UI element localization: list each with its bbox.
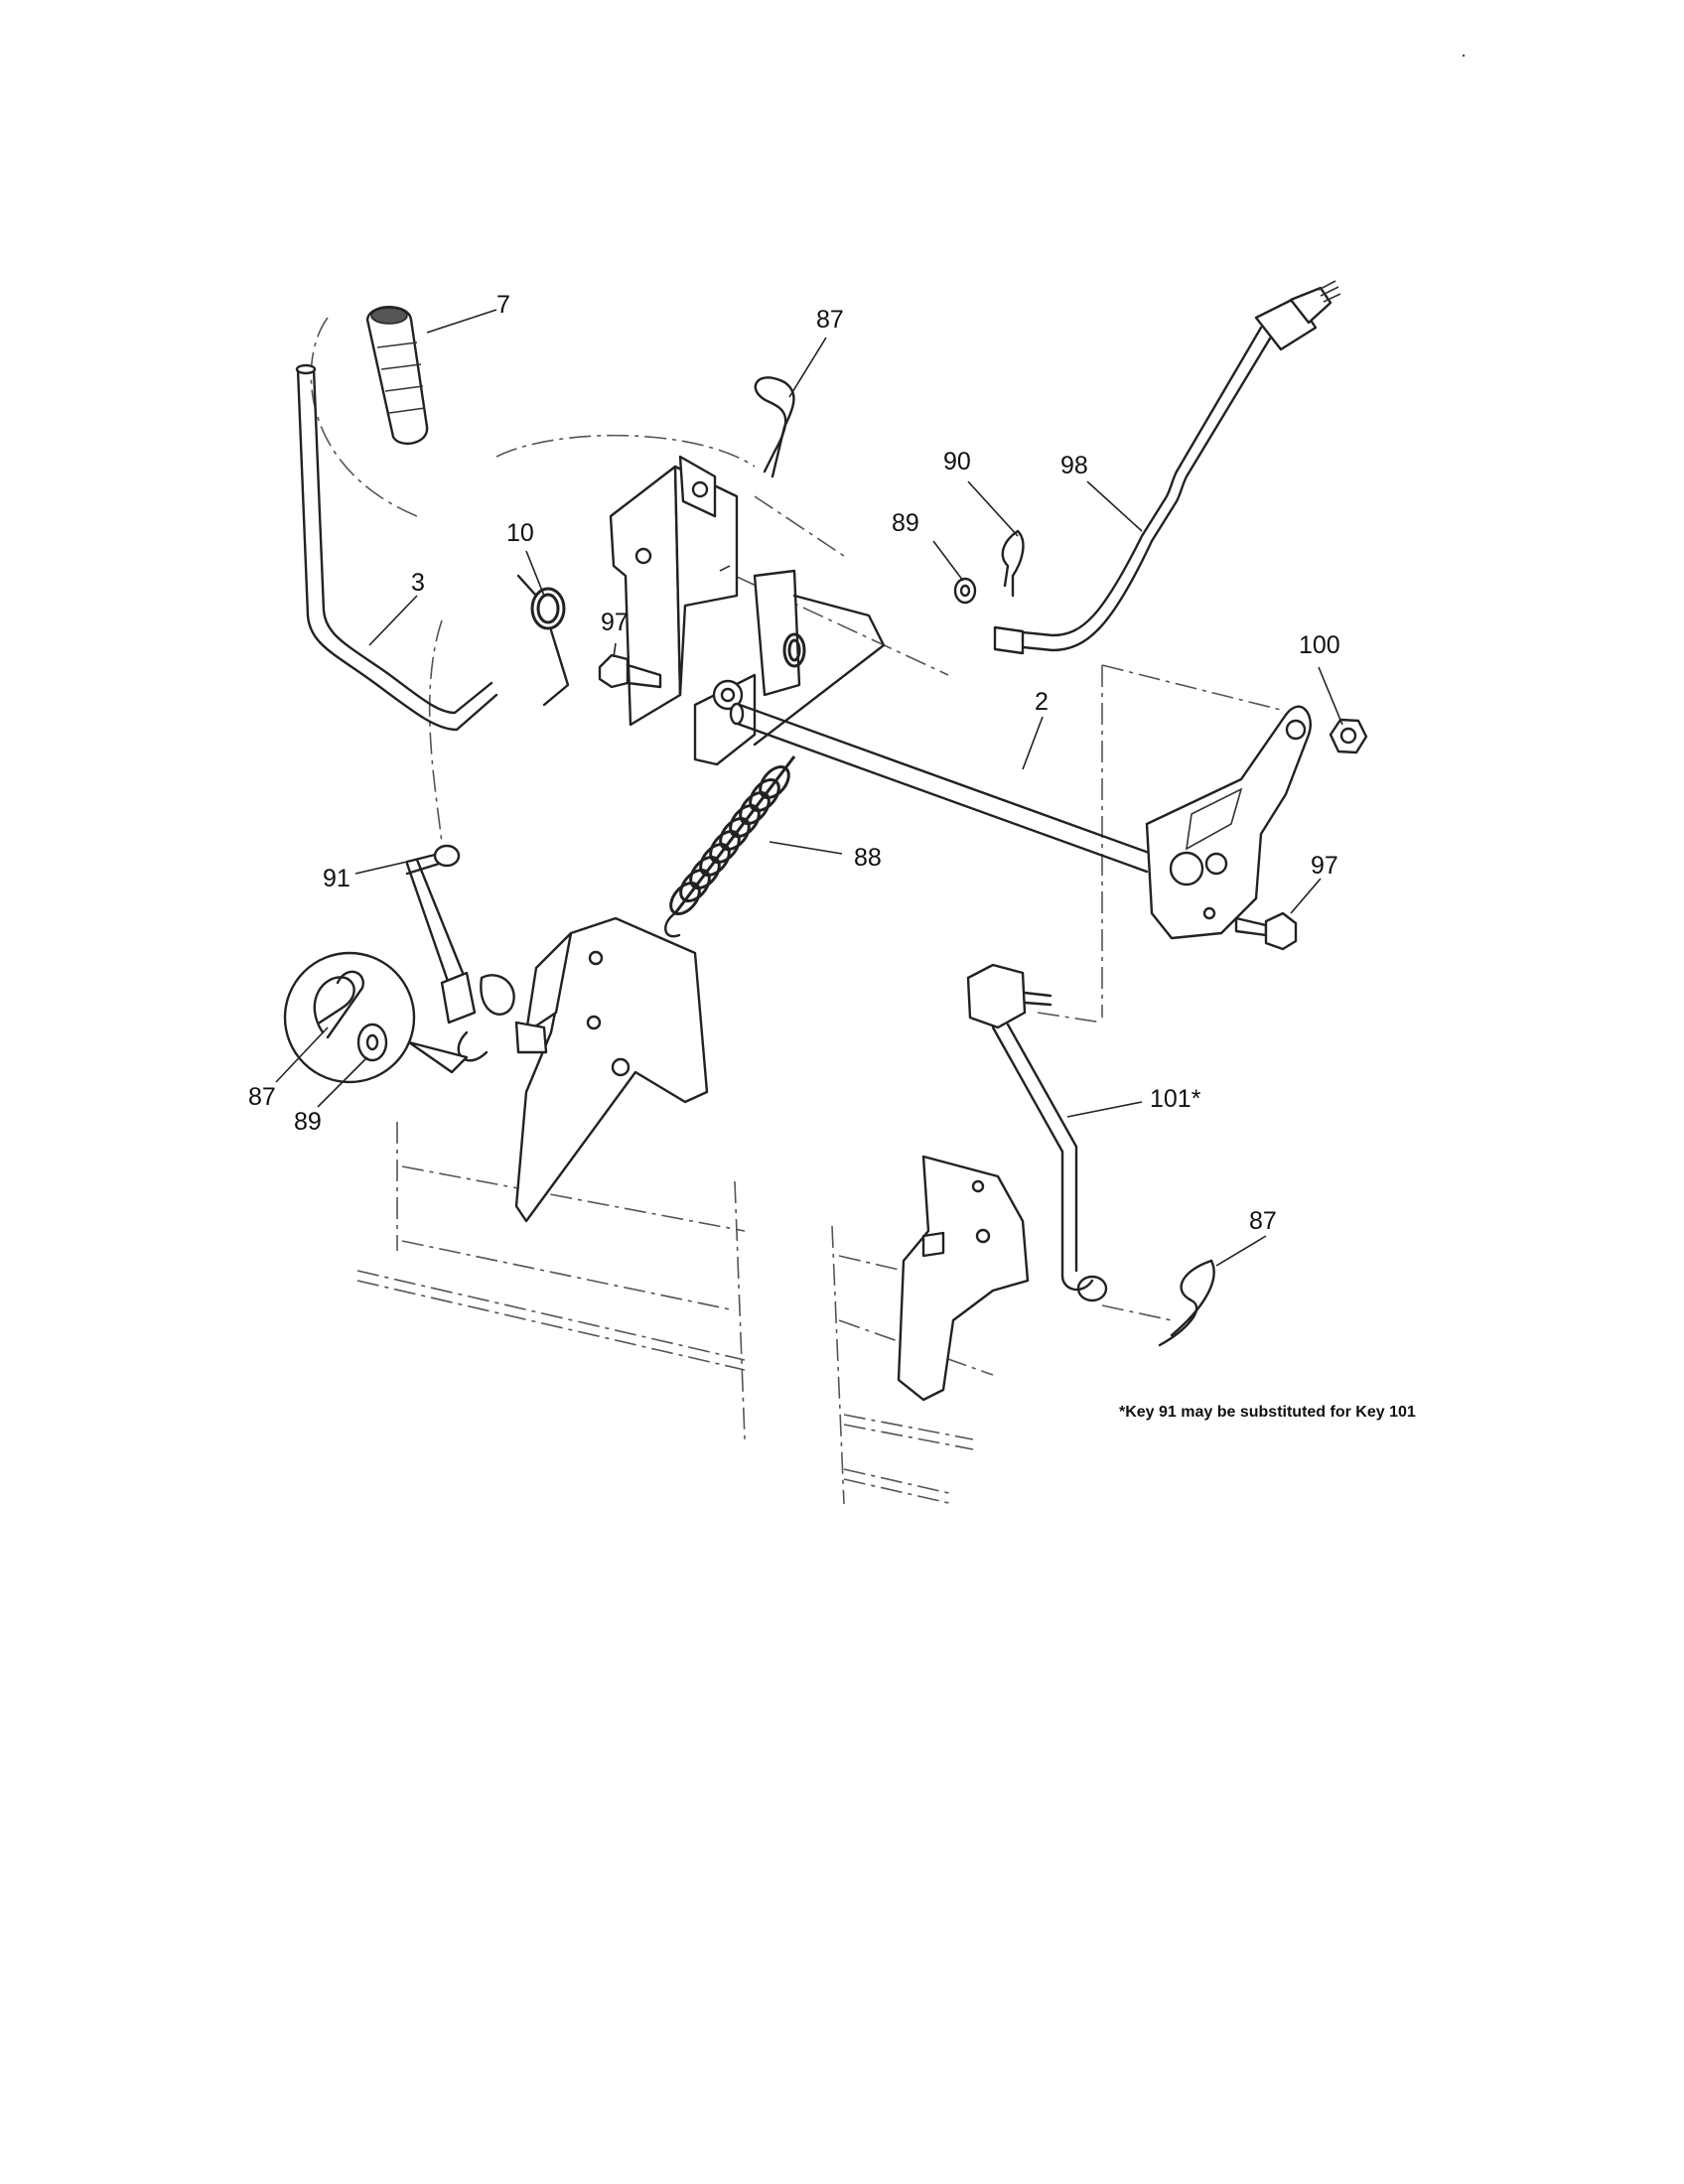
left-hanger-bracket (457, 916, 709, 1223)
extension-spring-part (664, 755, 796, 938)
left-mounting-bracket (609, 455, 739, 727)
callout-87-top: 87 (816, 306, 844, 334)
handle-grip-part (365, 306, 429, 446)
callout-2: 2 (1035, 688, 1049, 716)
washer-top-part (953, 577, 977, 605)
lift-handle-part (295, 363, 498, 732)
center-pivot-bracket (693, 569, 886, 766)
callout-91: 91 (323, 865, 351, 892)
phantom-lines (310, 317, 1282, 1505)
callout-88: 88 (854, 844, 882, 872)
callout-98: 98 (1060, 452, 1088, 479)
lift-link-right-part (966, 963, 1108, 1302)
callout-87-detail: 87 (248, 1083, 276, 1111)
callout-3: 3 (411, 569, 425, 597)
hairpin-clip-top-part (754, 376, 795, 478)
callout-10: 10 (506, 519, 534, 547)
callout-89-detail: 89 (294, 1108, 322, 1136)
right-lift-arm (1145, 705, 1312, 940)
callout-100: 100 (1299, 631, 1340, 659)
callout-97-right: 97 (1311, 852, 1338, 880)
callout-90: 90 (943, 448, 971, 476)
hairpin-clip-bottom-part (1158, 1259, 1215, 1347)
adjustment-rod-part (993, 280, 1341, 655)
lift-link-part (405, 844, 477, 1024)
detail-inset (283, 951, 469, 1084)
speck-mark (1462, 54, 1466, 58)
flange-bolt-left-part (598, 653, 662, 689)
leader-lines (275, 309, 1343, 1267)
flange-bolt-right-part (1234, 911, 1298, 951)
callout-7: 7 (496, 291, 510, 319)
right-hanger-bracket (897, 1155, 1030, 1402)
hex-nut-part (1329, 718, 1368, 754)
callout-89-top: 89 (892, 509, 919, 537)
hairpin-clip-small-part (1001, 529, 1025, 598)
callout-97-left: 97 (601, 609, 629, 636)
torsion-spring-part (516, 574, 570, 707)
lift-shaft-part (729, 702, 1154, 874)
callout-labels: 7 87 90 98 89 10 3 97 100 2 88 97 91 87 … (248, 291, 1340, 1235)
callout-101: 101* (1150, 1085, 1201, 1113)
callout-87-bottom: 87 (1249, 1207, 1277, 1235)
footnote: *Key 91 may be substituted for Key 101 (1119, 1404, 1416, 1421)
